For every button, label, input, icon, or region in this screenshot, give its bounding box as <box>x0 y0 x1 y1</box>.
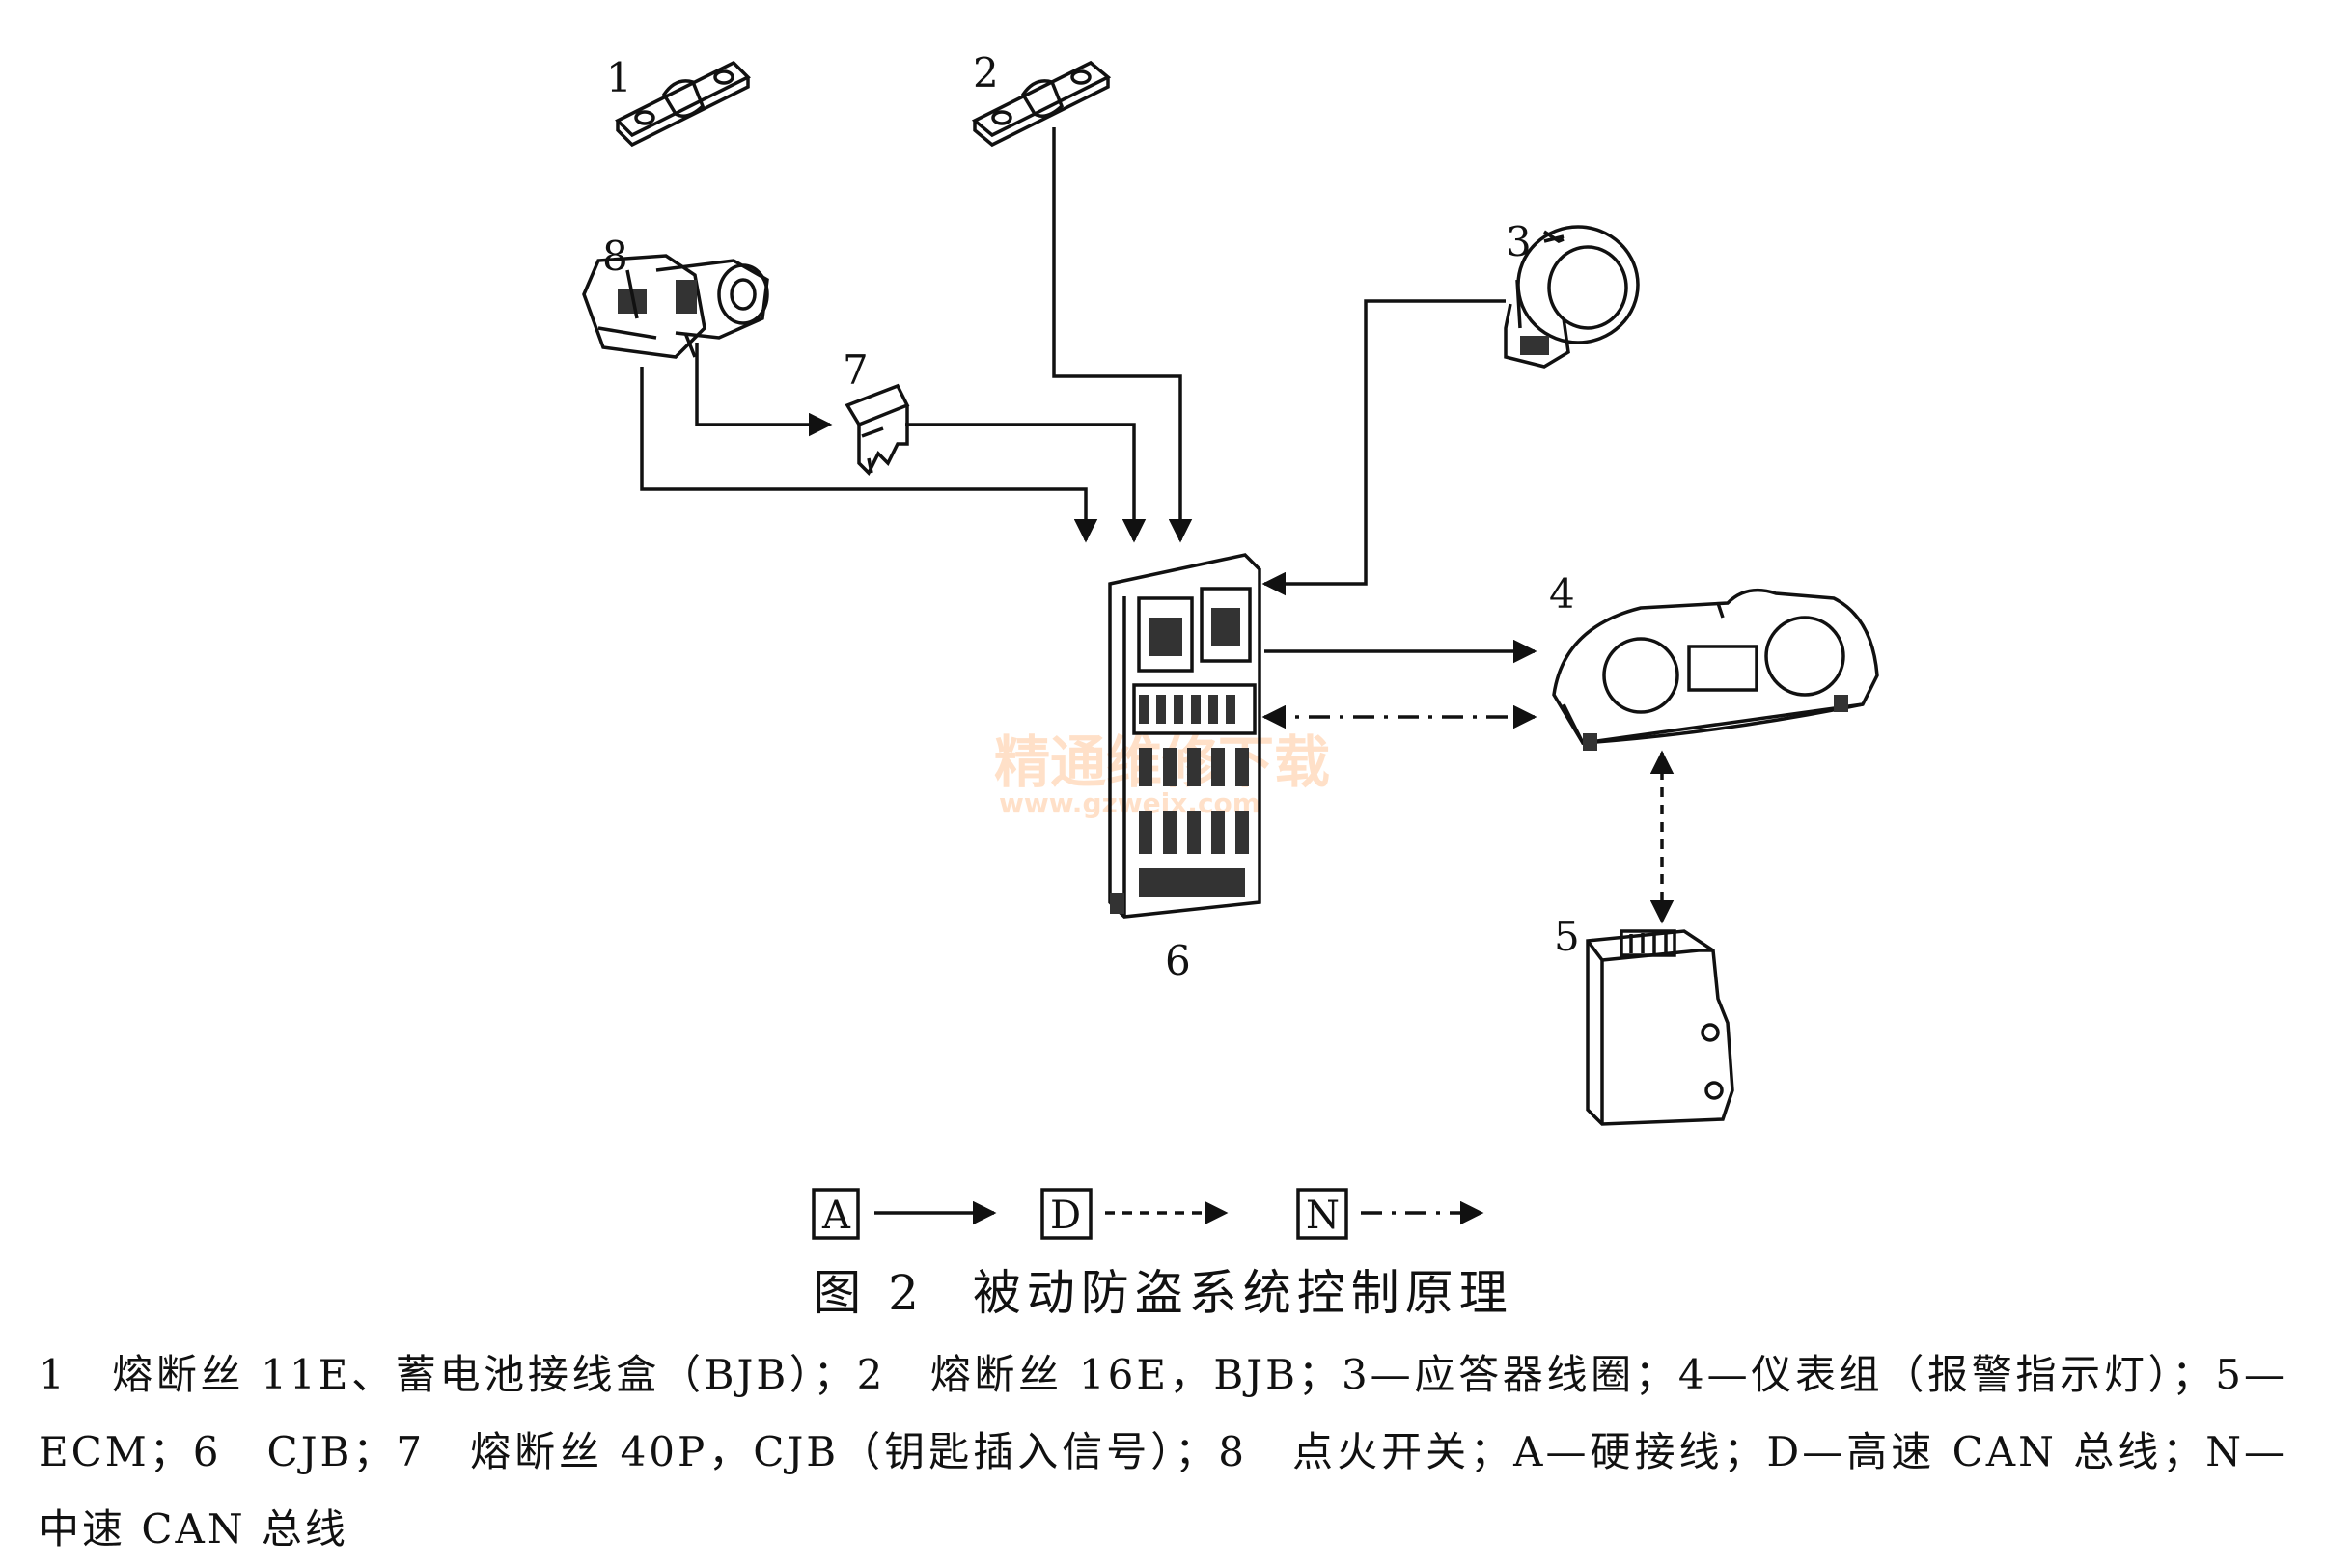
legend-key-d: D <box>1050 1194 1081 1238</box>
wire-7-to-6 <box>905 423 1147 543</box>
watermark-text: 精通维修下载 <box>994 729 1330 795</box>
transponder-coil-icon <box>1504 225 1640 369</box>
legend: A D N <box>812 1188 1484 1240</box>
label-7: 7 <box>843 346 869 394</box>
legend-item-hardwire: A <box>812 1188 997 1240</box>
label-1: 1 <box>606 54 632 101</box>
wire-8-to-6 <box>640 367 1098 543</box>
legend-item-hs-can: D <box>1040 1188 1229 1240</box>
hardwire-connections <box>640 127 1537 664</box>
wire-8-to-7 <box>695 343 833 437</box>
legend-key-n: N <box>1306 1194 1340 1238</box>
caption-title: 被动防盗系统控制原理 <box>972 1265 1513 1321</box>
cjb-junction-box-icon <box>1108 553 1261 919</box>
label-5: 5 <box>1554 913 1580 960</box>
fuse-16e-icon <box>971 60 1112 148</box>
label-8: 8 <box>602 233 628 280</box>
caption-number: 图 2 <box>813 1265 925 1321</box>
label-3: 3 <box>1506 218 1532 265</box>
wire-2-to-6 <box>1052 127 1193 543</box>
figure-description: 1 熔断丝 11E、蓄电池接线盒（BJB）；2 熔断丝 16E，BJB；3—应答… <box>39 1351 2287 1553</box>
legend-key-a: A <box>821 1194 851 1238</box>
watermark: 精通维修下载 www.gzweix.com <box>994 729 1330 819</box>
fuse-40p-icon <box>845 383 910 476</box>
fuse-11e-icon <box>615 60 751 148</box>
legend-item-ms-can: N <box>1296 1188 1484 1240</box>
wire-3-to-6 <box>1261 299 1506 596</box>
instrument-cluster-icon <box>1552 588 1879 751</box>
ignition-switch-icon <box>582 254 769 359</box>
figure-caption: 图 2 被动防盗系统控制原理 <box>0 1254 2326 1324</box>
label-6: 6 <box>1165 937 1191 984</box>
label-4: 4 <box>1549 570 1575 618</box>
label-2: 2 <box>973 49 999 96</box>
ecm-module-icon <box>1586 929 1734 1126</box>
